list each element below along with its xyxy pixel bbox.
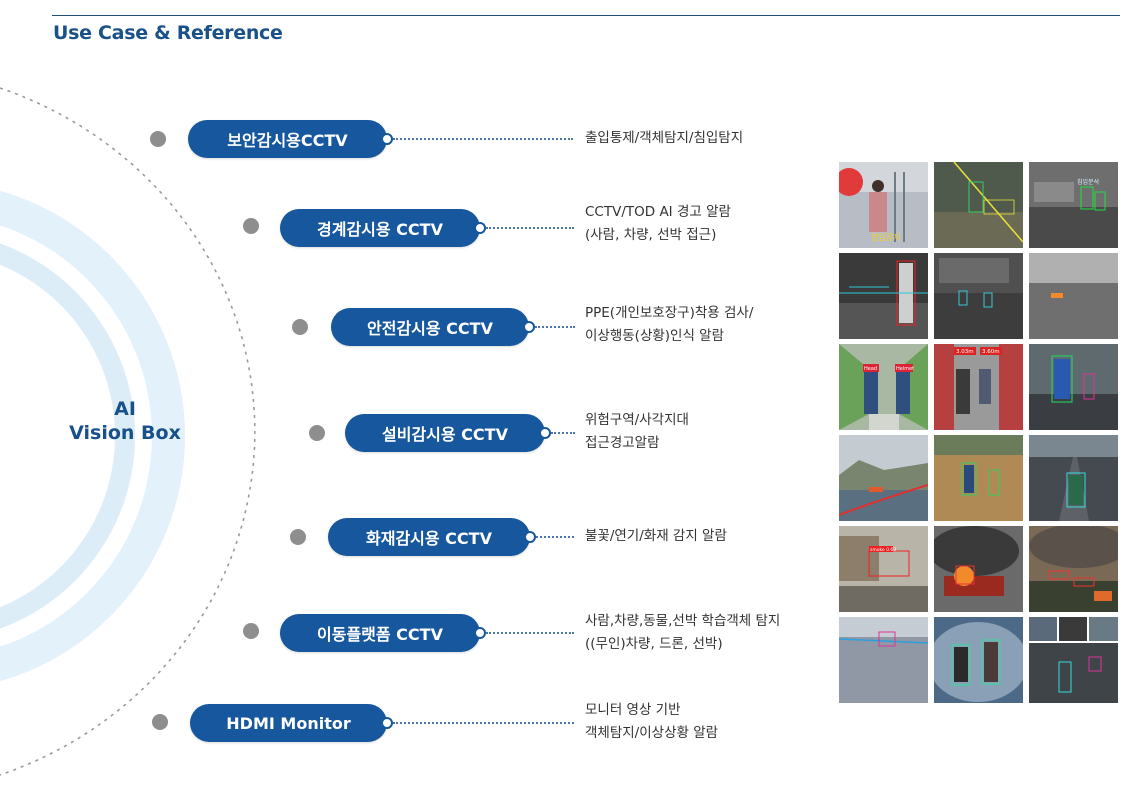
connector-dot [381,717,393,729]
orbit-node-5 [290,529,306,545]
usecase-pill-label: 화재감시용 CCTV [366,529,492,548]
connector-dot [523,321,535,333]
leader-line [535,326,575,328]
orbit-node-1 [150,131,166,147]
desc-line: PPE(개인보호장구)착용 검사/ [585,305,754,321]
usecase-pill-perimeter[interactable]: 경계감시용 CCTV [280,209,486,247]
top-rule [52,15,1120,16]
usecase-pill-facility[interactable]: 설비감시용 CCTV [345,414,551,452]
hub-label: AI Vision Box [62,397,188,445]
reference-image-smoke-detection: smoke 0.63 [839,526,928,612]
usecase-pill-label: 설비감시용 CCTV [382,425,508,444]
desc-line: 모니터 영상 기반 [585,702,681,718]
usecase-desc-fire: 불꽃/연기/화재 감지 알람 [585,525,727,548]
leader-line [536,536,574,538]
reference-image-construction-site [934,435,1023,521]
reference-image-ppe-corridor: Head Helmet [839,344,928,430]
desc-line: 출입통제/객체탐지/침입탐지 [585,130,744,146]
usecase-pill-hdmi[interactable]: HDMI Monitor [190,704,393,742]
connector-dot [381,133,393,145]
hub-label-line1: AI [114,398,136,420]
reference-image-thermal-person [839,253,928,339]
usecase-pill-security[interactable]: 보안감시용CCTV [188,120,393,158]
usecase-desc-security: 출입통제/객체탐지/침입탐지 [585,127,743,150]
desc-line: 객체탐지/이상상황 알람 [585,725,719,741]
leader-line [393,722,574,724]
tile-label: 3.03m [956,349,974,355]
desc-line: (사람, 차량, 선박 접근) [585,227,717,243]
tile-label: 침입분석 [1077,178,1099,186]
reference-image-perimeter-camera [934,162,1023,248]
usecase-pill-label: 경계감시용 CCTV [317,220,443,239]
usecase-pill-safety[interactable]: 안전감시용 CCTV [331,308,535,346]
usecase-pill-label: HDMI Monitor [226,713,351,733]
reference-image-mobile-composite [1029,617,1118,703]
usecase-pill-label: 안전감시용 CCTV [367,319,493,338]
usecase-desc-perimeter: CCTV/TOD AI 경고 알람 (사람, 차량, 선박 접근) [585,201,731,247]
tile-label: 침입감지 [871,232,900,242]
reference-image-vehicle-interior [934,617,1023,703]
usecase-desc-facility: 위험구역/사각지대 접근경고알람 [585,409,689,455]
orbit-node-3 [292,319,308,335]
usecase-desc-mobile: 사람,차량,동물,선박 학습객체 탐지 ((무인)차량, 드론, 선박) [585,610,780,656]
orbit-node-6 [243,623,259,639]
page-title: Use Case & Reference [53,22,283,44]
usecase-pill-label: 이동플랫폼 CCTV [317,625,443,644]
connector-dot [474,627,486,639]
orbit-node-4 [309,425,325,441]
reference-image-car-fire [934,526,1023,612]
hub-label-line2: Vision Box [69,422,181,444]
leader-line [393,138,573,140]
reference-image-bike-lane [1029,344,1118,430]
desc-line: 불꽃/연기/화재 감지 알람 [585,528,727,544]
tile-label: Helmet [896,366,914,372]
usecase-pill-fire[interactable]: 화재감시용 CCTV [328,518,536,556]
reference-image-thermal-yard [934,253,1023,339]
orbit-node-2 [243,218,259,234]
hub-core [0,264,115,608]
desc-line: CCTV/TOD AI 경고 알람 [585,204,731,220]
desc-line: 위험구역/사각지대 [585,412,689,428]
usecase-desc-safety: PPE(개인보호장구)착용 검사/ 이상행동(상황)인식 알람 [585,302,753,348]
desc-line: ((무인)차량, 드론, 선박) [585,636,723,652]
reference-image-intrusion-detection: 침입감지 [839,162,928,248]
usecase-pill-label: 보안감시용CCTV [227,131,348,150]
leader-line [486,227,574,229]
usecase-pill-mobile[interactable]: 이동플랫폼 CCTV [280,614,486,652]
connector-dot [474,222,486,234]
orbit-node-7 [152,714,168,730]
tile-label: 3.60m [982,349,1000,355]
reference-image-thermal-road: 침입분석 [1029,162,1118,248]
leader-line [486,632,574,634]
reference-image-thermal-sea [1029,253,1118,339]
desc-line: 이상행동(상황)인식 알람 [585,328,725,344]
desc-line: 사람,차량,동물,선박 학습객체 탐지 [585,613,781,629]
connector-dot [539,427,551,439]
leader-line [551,432,575,434]
connector-dot [524,531,536,543]
reference-image-road-cyclist [1029,435,1118,521]
usecase-desc-hdmi: 모니터 영상 기반 객체탐지/이상상황 알람 [585,699,718,745]
desc-line: 접근경고알람 [585,435,660,451]
reference-image-forest-fire [1029,526,1118,612]
tile-label: smoke 0.63 [870,547,896,553]
reference-image-hallway-distance: 3.03m 3.60m [934,344,1023,430]
reference-image-harbor [839,435,928,521]
tile-label: Head [864,366,877,372]
orbit-dashed-line [0,87,256,776]
reference-image-sea-boat [839,617,928,703]
